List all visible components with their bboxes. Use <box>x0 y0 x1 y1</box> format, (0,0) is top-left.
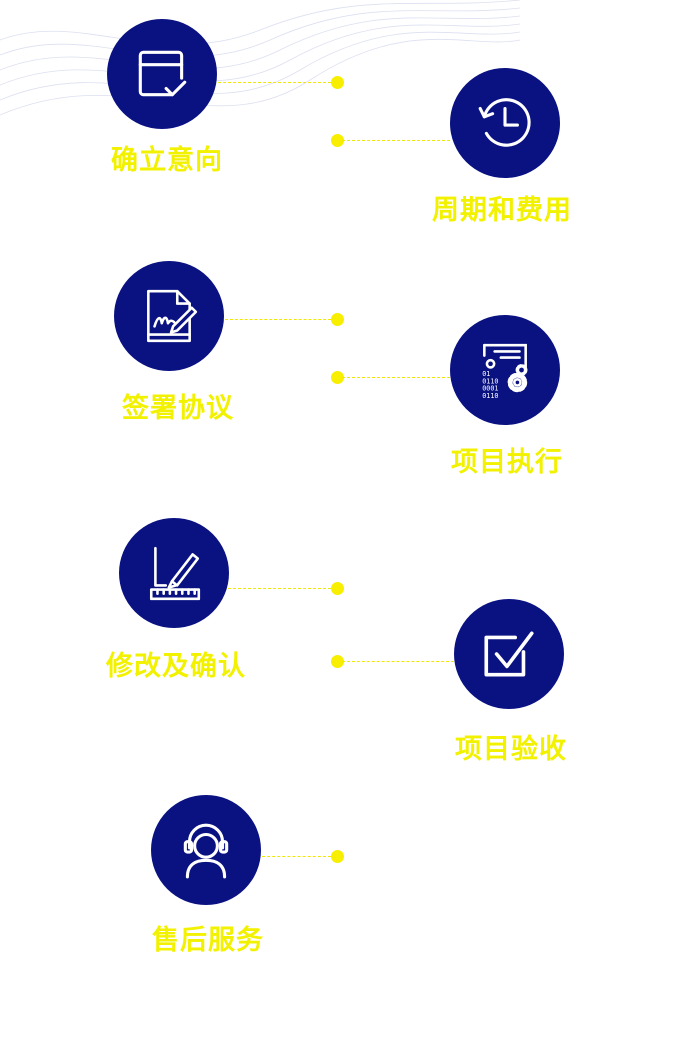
connector-dot <box>331 655 344 668</box>
connector-dot <box>331 850 344 863</box>
svg-text:01: 01 <box>482 370 490 378</box>
step-2-circle <box>450 68 560 178</box>
connector-dot <box>331 582 344 595</box>
connector-line <box>342 140 450 141</box>
step-1-circle <box>107 19 217 129</box>
svg-text:0001: 0001 <box>482 385 498 393</box>
calendar-check-icon <box>138 50 187 97</box>
svg-text:0110: 0110 <box>482 377 498 385</box>
step-5-circle <box>119 518 229 628</box>
checkbox-icon <box>484 631 534 677</box>
headset-support-icon <box>183 823 229 879</box>
connector-line <box>228 588 336 589</box>
svg-text:0110: 0110 <box>482 392 498 400</box>
step-6-label: 项目验收 <box>455 734 567 765</box>
step-1-label: 确立意向 <box>111 145 223 176</box>
step-3-label: 签署协议 <box>122 393 234 424</box>
connector-dot <box>331 371 344 384</box>
step-4-circle: 01 0110 0001 0110 <box>450 315 560 425</box>
connector-line <box>262 856 336 857</box>
step-5-label: 修改及确认 <box>106 651 246 682</box>
step-3-circle <box>114 261 224 371</box>
connector-dot <box>331 134 344 147</box>
connector-line <box>225 319 336 320</box>
connector-dot <box>331 76 344 89</box>
clock-cycle-icon <box>478 98 531 147</box>
step-6-circle <box>454 599 564 709</box>
connector-line <box>342 377 450 378</box>
step-2-label: 周期和费用 <box>432 195 572 226</box>
decorative-wave-lines <box>0 0 520 116</box>
connector-line <box>342 661 454 662</box>
code-gears-icon: 01 0110 0001 0110 <box>482 343 528 400</box>
design-ruler-icon <box>149 546 201 601</box>
step-7-circle <box>151 795 261 905</box>
connector-line <box>218 82 336 83</box>
connector-dot <box>331 313 344 326</box>
step-7-label: 售后服务 <box>152 925 264 956</box>
document-sign-icon <box>147 289 198 343</box>
step-4-label: 项目执行 <box>451 447 563 478</box>
